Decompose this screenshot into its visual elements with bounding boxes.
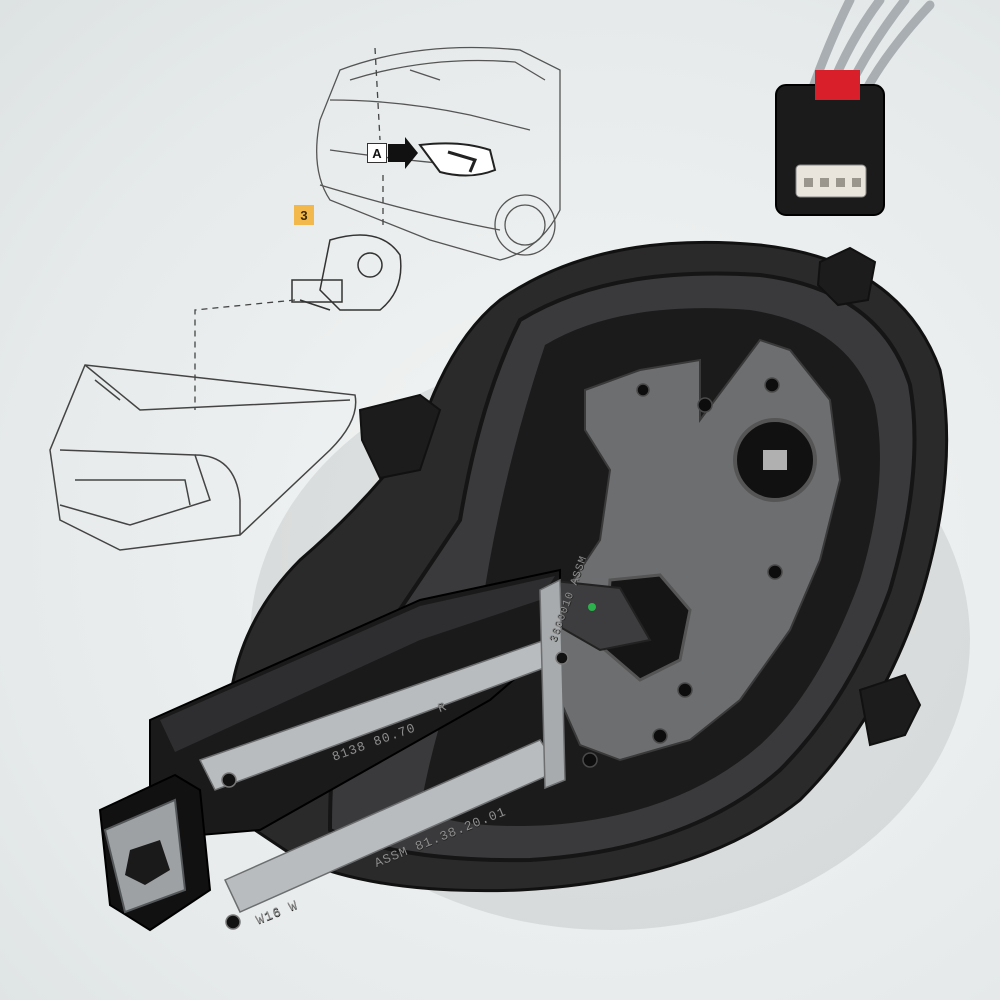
car-rear-outline xyxy=(316,46,561,261)
side-clip xyxy=(858,673,922,747)
leader-lines xyxy=(194,47,384,410)
view-arrow-icon xyxy=(388,137,418,169)
callout-number-badge: 3 xyxy=(294,205,314,225)
plug-opening xyxy=(125,840,170,885)
tail-light-drawing xyxy=(49,364,357,551)
mounting-tab xyxy=(816,246,877,307)
rivets xyxy=(582,377,783,768)
bulb-holder-photo xyxy=(98,240,970,932)
socket-contact xyxy=(763,450,787,470)
view-label-badge: A xyxy=(367,143,387,163)
connector-insert xyxy=(795,164,867,198)
left-clip xyxy=(358,393,442,480)
lamp-detail xyxy=(447,150,478,173)
connector-top-face xyxy=(160,576,555,752)
tail-lamp-sketch xyxy=(418,142,497,177)
strip-rivets xyxy=(221,651,569,930)
bulb-holder-sketch xyxy=(291,234,402,311)
connector-latch xyxy=(815,70,860,100)
indicator-dot xyxy=(588,603,596,611)
wiring-connector xyxy=(775,0,935,216)
metal-strip-vertical xyxy=(539,578,566,790)
